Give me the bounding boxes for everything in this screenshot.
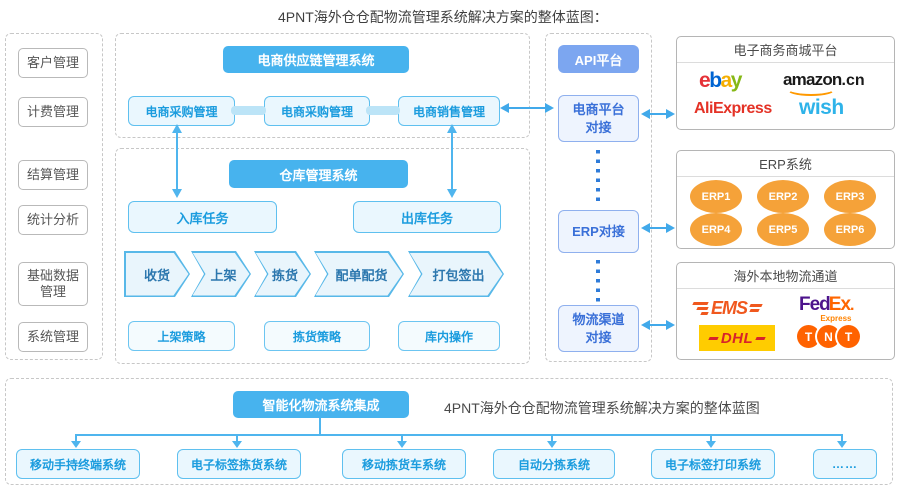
supply-chain-header: 电商供应链管理系统: [223, 46, 409, 73]
inbound-task-box: 入库任务: [128, 201, 277, 233]
tree-stem: [319, 418, 321, 435]
integration-container: 智能化物流系统集成 4PNT海外仓仓配物流管理系统解决方案的整体蓝图 移动手持终…: [5, 378, 893, 485]
dhl-logo: DHL: [699, 325, 775, 351]
outbound-task-box: 出库任务: [353, 201, 501, 233]
erp3-node: ERP3: [824, 180, 876, 213]
erp4-node: ERP4: [690, 213, 742, 246]
system-handheld: 移动手持终端系统: [16, 449, 140, 479]
arrow-api-erp: [641, 223, 675, 233]
tree-branch: [401, 434, 403, 442]
arrow-sales-api: [500, 103, 554, 113]
mall-panel-header: 电子商务商城平台: [677, 37, 894, 63]
process-step-allocate: 配单配货: [314, 251, 404, 297]
module-connector: [231, 106, 266, 115]
arrow-api-logistics: [641, 320, 675, 330]
aliexpress-logo: AliExpress: [694, 100, 772, 117]
dotted-connector: [596, 260, 600, 302]
tree-arrowhead: [397, 441, 407, 448]
dotted-connector: [596, 150, 600, 202]
api-platform-header: API平台: [558, 45, 639, 73]
process-step-pack: 打包签出: [408, 251, 504, 297]
module-connector: [366, 106, 400, 115]
amazon-smile-icon: [786, 82, 836, 96]
system-more: ……: [813, 449, 877, 479]
warehouse-operations: 库内操作: [398, 321, 500, 351]
api-platform-container: API平台 电商平台对接 ERP对接 物流渠道对接: [545, 33, 652, 362]
sidebar-item-basedata: 基础数据管理: [18, 262, 88, 306]
diagram-title: 4PNT海外仓仓配物流管理系统解决方案的整体蓝图：: [278, 9, 608, 25]
erp5-node: ERP5: [757, 213, 809, 246]
api-node-ecommerce: 电商平台对接: [558, 95, 639, 142]
arrow-api-mall: [641, 109, 675, 119]
erp-panel: ERP系统 ERP1 ERP2 ERP3 ERP4 ERP5 ERP6: [676, 150, 895, 249]
system-label-printing: 电子标签打印系统: [651, 449, 775, 479]
process-step-shelve: 上架: [191, 251, 251, 297]
sidebar-item-customer: 客户管理: [18, 48, 88, 78]
erp-panel-header: ERP系统: [677, 151, 894, 177]
supply-chain-container: 电商供应链管理系统 电商采购管理 电商采购管理 电商销售管理: [115, 33, 530, 138]
logistics-panel-header: 海外本地物流通道: [677, 263, 894, 289]
ebay-logo: ebay: [699, 69, 742, 92]
tree-arrowhead: [706, 441, 716, 448]
system-auto-sorting: 自动分拣系统: [493, 449, 615, 479]
process-step-pick: 拣货: [254, 251, 311, 297]
sidebar-item-billing: 计费管理: [18, 97, 88, 127]
module-purchase-2: 电商采购管理: [264, 96, 370, 126]
integration-header: 智能化物流系统集成: [233, 391, 409, 418]
tree-branch: [75, 434, 77, 442]
strategy-picking: 拣货策略: [264, 321, 370, 351]
sidebar-container: 客户管理 计费管理 结算管理 统计分析 基础数据管理 系统管理: [5, 33, 103, 360]
tree-branch: [236, 434, 238, 442]
erp2-node: ERP2: [757, 180, 809, 213]
tree-branch: [841, 434, 843, 442]
tree-arrowhead: [547, 441, 557, 448]
erp1-node: ERP1: [690, 180, 742, 213]
system-label-picking: 电子标签拣货系统: [177, 449, 301, 479]
warehouse-container: 仓库管理系统 入库任务 出库任务 收货 上架 拣货 配单配货 打包签出 上架策略…: [115, 148, 530, 364]
ems-stripes-icon: [749, 304, 763, 312]
api-node-erp: ERP对接: [558, 210, 639, 253]
tree-arrowhead: [837, 441, 847, 448]
fedex-logo: FedEx. Express: [799, 294, 855, 323]
mall-panel: 电子商务商城平台 ebay amazon.cn AliExpress wish: [676, 36, 895, 130]
erp6-node: ERP6: [824, 213, 876, 246]
arrow-sales-outbound: [447, 124, 457, 198]
tree-arrowhead: [71, 441, 81, 448]
arrow-purchase-inbound: [172, 124, 182, 198]
strategy-shelving: 上架策略: [128, 321, 235, 351]
module-purchase-1: 电商采购管理: [128, 96, 235, 126]
tree-arrowhead: [232, 441, 242, 448]
amazon-logo: amazon.cn: [783, 71, 865, 96]
system-picking-cart: 移动拣货车系统: [342, 449, 466, 479]
api-node-logistics: 物流渠道对接: [558, 305, 639, 352]
sidebar-item-statistics: 统计分析: [18, 205, 88, 235]
process-step-receive: 收货: [124, 251, 190, 297]
sidebar-item-system: 系统管理: [18, 322, 88, 352]
chevron-bg: [316, 253, 403, 296]
tree-horizontal-line: [76, 434, 843, 436]
tree-branch: [710, 434, 712, 442]
chevron-bg: [126, 253, 189, 296]
tree-branch: [551, 434, 553, 442]
sidebar-item-settlement: 结算管理: [18, 160, 88, 190]
ems-stripes-icon: [692, 301, 709, 315]
wish-logo: wish: [799, 96, 844, 119]
ems-logo: EMS: [692, 299, 763, 317]
warehouse-header: 仓库管理系统: [229, 160, 408, 188]
integration-caption: 4PNT海外仓仓配物流管理系统解决方案的整体蓝图: [444, 400, 760, 416]
chevron-bg: [410, 253, 503, 296]
module-sales: 电商销售管理: [398, 96, 500, 126]
